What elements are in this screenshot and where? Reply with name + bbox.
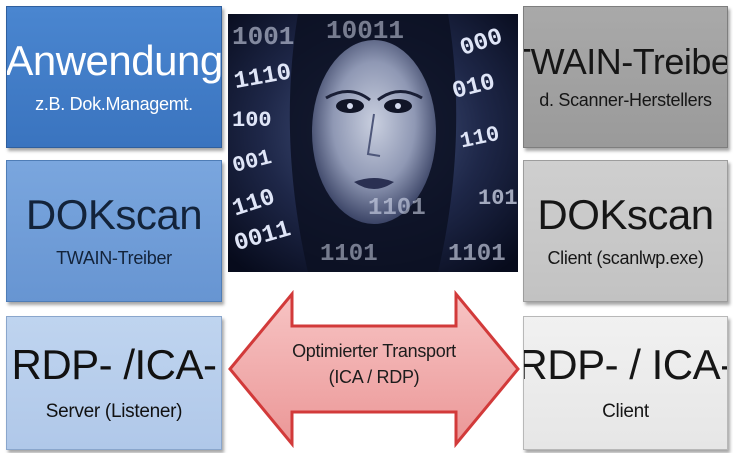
binary-face-illustration: 1001 10011 000 1110 010 100 001 110 1101…: [228, 14, 518, 272]
svg-text:1101: 1101: [320, 241, 378, 268]
svg-text:100: 100: [232, 108, 272, 133]
application-subtitle: z.B. Dok.Managemt.: [35, 93, 193, 114]
transport-label-line2: (ICA / RDP): [328, 367, 420, 388]
rdp-client-title: RDP- / ICA-: [523, 340, 728, 388]
dokscan-left-subtitle: TWAIN-Treiber: [56, 247, 172, 268]
dokscan-left-title: DOKscan: [25, 191, 203, 239]
transport-arrow: Optimierter Transport (ICA / RDP): [226, 288, 522, 450]
double-arrow-shape: [228, 289, 520, 449]
twain-title: TWAIN-Treiber: [524, 40, 727, 82]
svg-text:1101: 1101: [448, 241, 506, 268]
twain-subtitle: d. Scanner-Herstellers: [539, 90, 712, 111]
transport-label: Optimierter Transport (ICA / RDP): [226, 338, 522, 390]
transport-label-line1: Optimierter Transport: [292, 341, 456, 361]
rdp-server-subtitle: Server (Listener): [45, 401, 183, 423]
svg-text:1101: 1101: [368, 195, 426, 222]
rdp-client-subtitle: Client: [602, 401, 649, 423]
dokscan-right-subtitle: Client (scanlwp.exe): [547, 247, 704, 268]
dokscan-right-title: DOKscan: [537, 191, 714, 239]
application-box: Anwendung z.B. Dok.Managemt.: [6, 6, 222, 148]
rdp-ica-client-box: RDP- / ICA- Client: [523, 316, 728, 450]
binary-face-image: 1001 10011 000 1110 010 100 001 110 1101…: [228, 14, 518, 272]
twain-driver-box: TWAIN-Treiber d. Scanner-Herstellers: [523, 6, 728, 148]
svg-text:10011: 10011: [326, 16, 404, 46]
dokscan-twain-driver-box: DOKscan TWAIN-Treiber: [6, 160, 222, 302]
svg-text:1001: 1001: [232, 22, 294, 52]
application-title: Anwendung: [6, 37, 222, 85]
rdp-ica-server-box: RDP- /ICA- Server (Listener): [6, 316, 222, 450]
rdp-server-title: RDP- /ICA-: [11, 340, 218, 388]
dokscan-client-box: DOKscan Client (scanlwp.exe): [523, 160, 728, 302]
